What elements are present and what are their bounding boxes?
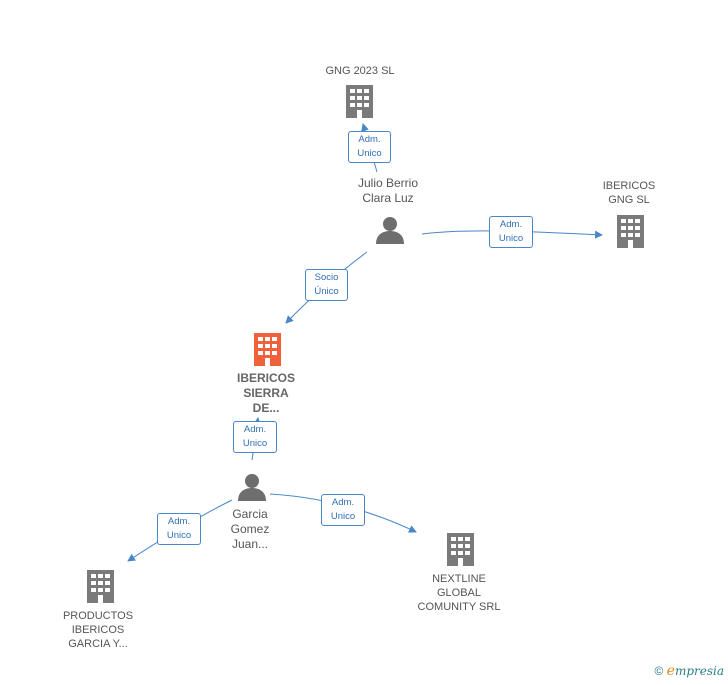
building-icon[interactable]: [254, 333, 281, 366]
building-icon[interactable]: [447, 533, 474, 566]
person-label-julio[interactable]: Julio Berrio Clara Luz: [357, 176, 419, 205]
brand-logo-text: mpresia: [674, 664, 724, 678]
edge-label-julio-ibericos-sierra: Socio Único: [305, 269, 348, 301]
building-icon[interactable]: [617, 215, 644, 248]
edge-label-garcia-nextline: Adm. Unico: [321, 494, 365, 526]
copyright-symbol: ©: [654, 664, 664, 678]
edge-label-julio-ibericos-gng: Adm. Unico: [489, 216, 533, 248]
company-label-ibericos-gng[interactable]: IBERICOS GNG SL: [602, 180, 656, 206]
person-icon[interactable]: [238, 474, 266, 501]
building-icon[interactable]: [346, 85, 373, 118]
company-label-nextline[interactable]: NEXTLINE GLOBAL COMUNITY SRL: [417, 573, 501, 613]
edge-label-garcia-productos: Adm. Unico: [157, 513, 201, 545]
person-label-garcia[interactable]: Garcia Gomez Juan...: [230, 507, 270, 551]
building-icon[interactable]: [87, 570, 114, 603]
brand-footer[interactable]: © empresia: [654, 663, 724, 679]
edge-label-julio-gng2023: Adm. Unico: [348, 131, 391, 163]
edge-label-garcia-ibericos-sierra: Adm. Unico: [233, 421, 277, 453]
company-label-productos[interactable]: PRODUCTOS IBERICOS GARCIA Y...: [62, 610, 134, 650]
brand-logo-letter: e: [666, 663, 675, 679]
company-label-ibericos-sierra[interactable]: IBERICOS SIERRA DE...: [236, 371, 295, 415]
company-label-gng2023[interactable]: GNG 2023 SL: [325, 65, 395, 77]
person-icon[interactable]: [376, 217, 404, 244]
